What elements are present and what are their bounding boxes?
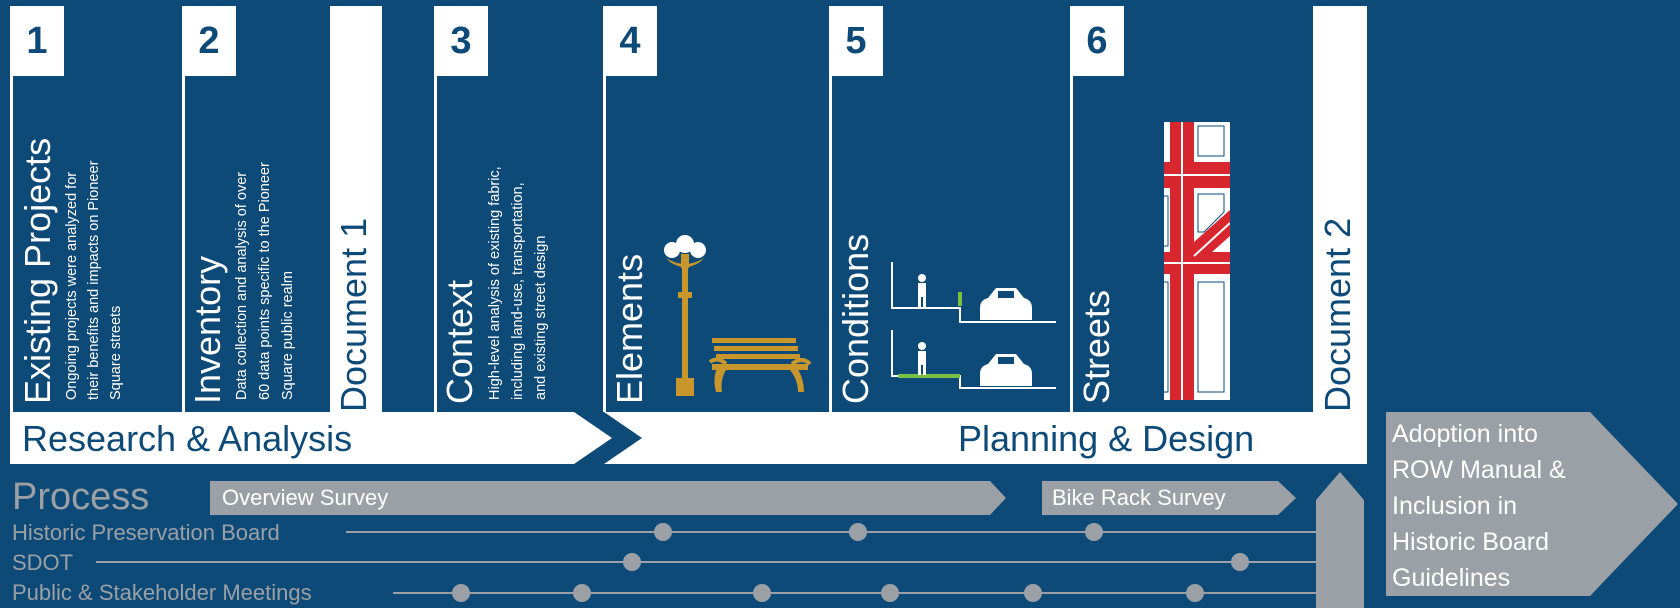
adoption-line-1: Adoption into [1392, 420, 1538, 448]
step-5-title: Conditions [835, 233, 876, 404]
step-2-desc-line-2: 60 data points specific to the Pioneer [257, 162, 273, 400]
step-3-number: 3 [434, 6, 488, 76]
historic-board-label: Historic Preservation Board [12, 520, 280, 545]
document-2-label: Document 2 [1317, 217, 1358, 412]
phase-band [10, 412, 1367, 464]
step-1-desc-line-2: their benefits and impacts on Pioneer [86, 160, 102, 400]
process-timeline [96, 472, 1364, 608]
step-2-desc-line-3: Square public realm [280, 271, 296, 400]
bench-icon [708, 338, 812, 392]
column-5 [829, 6, 1072, 412]
step-2-number: 2 [182, 6, 236, 76]
step-3-desc-line-1: High-level analysis of existing fabric, [487, 166, 503, 400]
planning-design-label: Planning & Design [958, 418, 1255, 459]
overview-survey-arrow [210, 481, 1006, 515]
step-3-desc-line-2: including land-use, transportation, [510, 182, 526, 400]
street-map-icon [1164, 122, 1230, 400]
bike-rack-survey-label: Bike Rack Survey [1052, 485, 1226, 510]
adoption-line-5: Guidelines [1392, 564, 1511, 592]
adoption-line-2: ROW Manual & [1392, 456, 1566, 484]
step-1-desc-line-3: Square streets [108, 305, 124, 400]
street-section-icon [891, 262, 1056, 389]
process-label: Process [12, 476, 150, 518]
step-4-title: Elements [609, 253, 650, 404]
column-2 [182, 6, 332, 412]
column-3 [434, 6, 604, 412]
column-1 [10, 6, 180, 412]
step-4-number: 4 [603, 6, 657, 76]
step-2-desc-line-1: Data collection and analysis of over [234, 171, 250, 400]
step-3-title: Context [439, 279, 480, 404]
column-6 [1070, 6, 1310, 412]
public-meetings-label: Public & Stakeholder Meetings [12, 580, 312, 605]
step-2-title: Inventory [187, 255, 228, 404]
overview-survey-label: Overview Survey [222, 485, 389, 510]
step-5-number: 5 [829, 6, 883, 76]
document-1-bar [330, 6, 382, 412]
step-6-number: 6 [1070, 6, 1124, 76]
column-4 [603, 6, 831, 412]
adoption-line-3: Inclusion in [1392, 492, 1518, 520]
step-6-title: Streets [1076, 289, 1117, 404]
lamp-post-icon [664, 235, 706, 396]
adoption-line-4: Historic Board [1392, 528, 1549, 556]
adoption-arrow [1386, 412, 1678, 596]
document-1-label: Document 1 [333, 217, 374, 412]
step-1-title: Existing Projects [17, 137, 58, 404]
step-1-number: 1 [10, 6, 64, 76]
sdot-label: SDOT [12, 550, 74, 575]
bike-rack-survey-arrow [1042, 481, 1296, 515]
document-2-bar [1313, 6, 1367, 412]
step-1-desc-line-1: Ongoing projects were analyzed for [64, 171, 80, 400]
step-3-desc-line-3: and existing street design [533, 235, 549, 400]
research-analysis-label: Research & Analysis [22, 418, 353, 459]
